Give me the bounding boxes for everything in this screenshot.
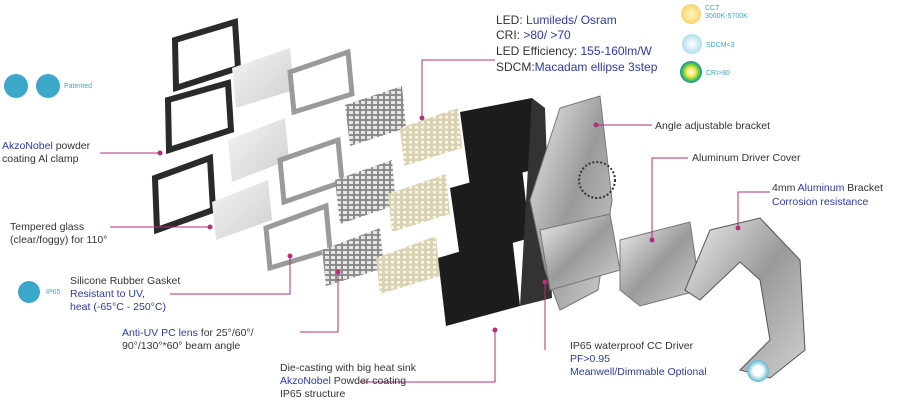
- spec-cri: CRI: >80/ >70: [496, 28, 571, 42]
- spec-sdcm: SDCM:Macadam ellipse 3step: [496, 60, 658, 74]
- leader-lines: [100, 59, 770, 383]
- patent-icon: [36, 74, 60, 98]
- thermometer-icon: [4, 74, 28, 98]
- cct-title: CCT: [705, 5, 720, 12]
- lens-callout: Anti-UV PC lens for 25°/60°/90°/130°*60°…: [122, 327, 254, 352]
- spec-efficiency: LED Efficiency: 155-160lm/W: [496, 44, 652, 58]
- driver-cover-label: Aluminum Driver Cover: [692, 152, 801, 164]
- driver-badge-icon: [747, 360, 769, 382]
- spec-led: LED: Lumileds/ Osram: [496, 13, 617, 27]
- cri-badge: CRI>80: [706, 70, 730, 77]
- aluminum-bracket-shape: [684, 217, 806, 379]
- pc-lenses: [322, 86, 406, 286]
- cct-icon: [681, 4, 701, 24]
- cri-rainbow-icon: [680, 61, 702, 83]
- waterdrop-icon: [18, 281, 40, 303]
- glass-panels: [212, 48, 294, 240]
- driver-cover-shape: [619, 221, 701, 307]
- led-boards: [376, 108, 462, 294]
- cct-range: 3000K-5700K: [705, 13, 748, 20]
- sdcm-badge: SDCM<3: [706, 42, 735, 49]
- angle-bracket-label: Angle adjustable bracket: [655, 120, 770, 132]
- sdcm-icon: [682, 34, 702, 54]
- patented-label: Patented: [64, 83, 93, 90]
- glass-callout: Tempered glass(clear/foggy) for 110°: [10, 221, 108, 246]
- corrosion-label: Corrosion resistance: [772, 196, 869, 208]
- ip65-badge: IP65: [46, 289, 61, 296]
- aluminum-bracket-label: 4mm Aluminum Bracket: [772, 182, 883, 194]
